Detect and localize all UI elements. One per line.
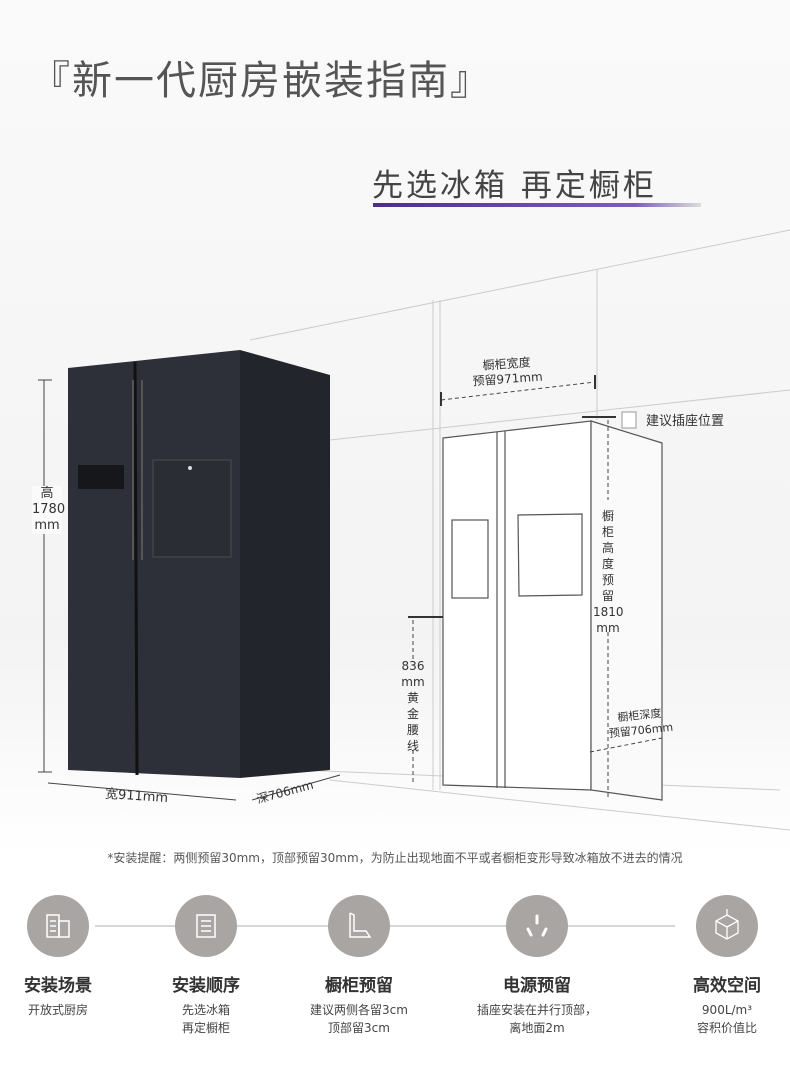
step-desc-line1: 建议两侧各留3cm — [310, 1003, 408, 1017]
char: 线 — [406, 739, 419, 753]
step-desc-line1: 先选冰箱 — [181, 1003, 230, 1017]
char: 度 — [601, 557, 614, 571]
waist-line: 836 mm 黄 金 腰 线 — [398, 658, 428, 754]
step-order: 安装顺序 先选冰箱再定橱柜 — [131, 895, 281, 1037]
char: 金 — [406, 707, 419, 721]
char: 预 — [601, 573, 614, 587]
cabinet-width: 橱柜宽度 预留971mm — [471, 355, 543, 390]
step-desc-line2: 容积价值比 — [696, 1021, 757, 1035]
step-desc: 建议两侧各留3cm 顶部留3cm — [284, 1001, 434, 1037]
step-space: 高效空间 900L/m³ 容积价值比 — [652, 895, 790, 1037]
page-subtitle: 先选冰箱 再定橱柜 — [372, 168, 657, 204]
page-title: 『新一代厨房嵌装指南』 — [30, 58, 492, 104]
building-icon — [27, 895, 89, 957]
list-icon — [175, 895, 237, 957]
fridge-dimension-lines — [38, 379, 341, 801]
step-desc-line2: 离地面2m — [509, 1021, 565, 1035]
dark-fridge — [68, 350, 330, 778]
socket-label: 建议插座位置 — [646, 414, 725, 429]
char: 腰 — [406, 723, 419, 737]
height-value: 1780 — [32, 502, 66, 517]
step-cabinet: 橱柜预留 建议两侧各留3cm 顶部留3cm — [284, 895, 434, 1037]
cabinet-height-unit: mm — [596, 621, 620, 635]
waist-value: 836 — [401, 659, 425, 673]
step-power: 电源预留 插座安装在并行顶部， 离地面2m — [462, 895, 612, 1037]
step-title: 高效空间 — [693, 976, 761, 996]
cabinet-corner-icon — [328, 895, 390, 957]
step-title: 电源预留 — [503, 976, 571, 996]
dimension-ticks — [408, 375, 616, 618]
step-desc: 先选冰箱再定橱柜 — [131, 1001, 281, 1037]
step-desc-line1: 900L/m³ — [701, 1003, 753, 1017]
step-scene: 安装场景 开放式厨房 — [0, 895, 133, 1019]
install-note: *安装提醒：两侧预留30mm，顶部预留30mm，为防止出现地面不平或者橱柜变形导… — [107, 851, 683, 865]
waist-unit: mm — [401, 675, 425, 689]
room-lines — [249, 229, 790, 831]
step-title: 安装场景 — [24, 976, 92, 996]
outline-fridge — [442, 420, 663, 801]
step-desc: 900L/m³ 容积价值比 — [652, 1001, 790, 1037]
fridge-height-label: 高 1780 mm — [32, 486, 66, 534]
step-desc: 开放式厨房 — [27, 1003, 88, 1017]
step-title: 安装顺序 — [172, 976, 240, 996]
char: 高 — [601, 541, 614, 555]
power-socket-icon — [506, 895, 568, 957]
socket-icon — [621, 411, 637, 429]
char: 留 — [601, 589, 614, 603]
dimension-dashes — [412, 381, 663, 800]
cabinet-height: 橱 柜 高 度 预 留 1810 mm — [593, 508, 624, 636]
char: 柜 — [601, 525, 614, 539]
step-desc: 插座安装在并行顶部， 离地面2m — [462, 1001, 612, 1037]
height-label: 高 — [40, 486, 54, 501]
char: 橱 — [601, 509, 614, 523]
step-desc-line2: 顶部留3cm — [328, 1021, 390, 1035]
height-unit: mm — [34, 518, 60, 533]
subtitle-underline — [373, 203, 701, 207]
step-desc-line2: 再定橱柜 — [181, 1021, 230, 1035]
char: 黄 — [406, 691, 419, 705]
step-desc-line1: 插座安装在并行顶部， — [476, 1003, 597, 1017]
cabinet-height-value: 1810 — [593, 605, 624, 619]
cube-icon — [696, 895, 758, 957]
step-title: 橱柜预留 — [325, 976, 393, 996]
